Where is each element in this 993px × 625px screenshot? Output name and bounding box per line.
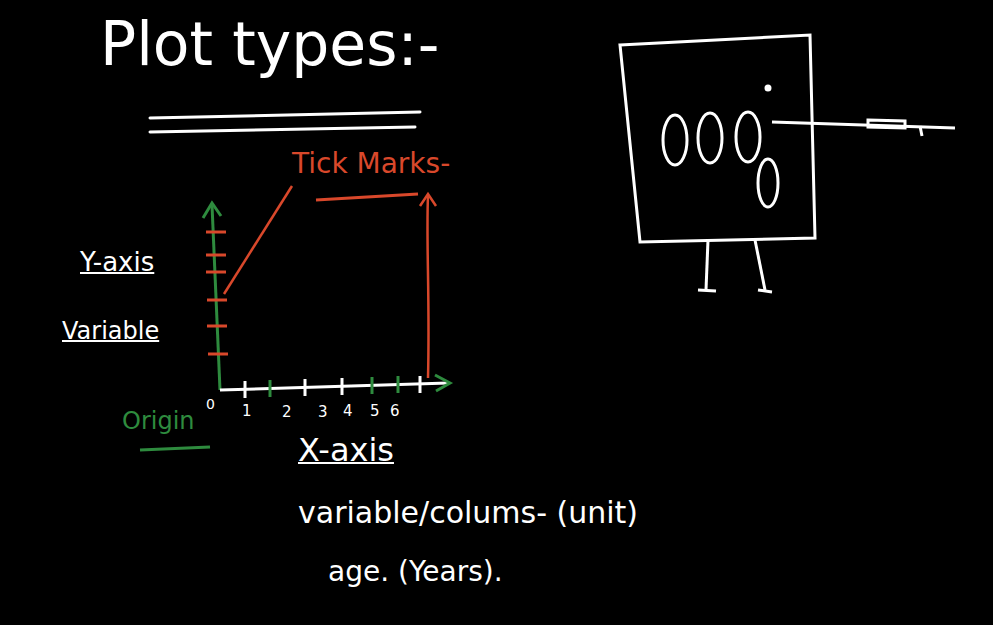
x-axis-arrow — [435, 375, 450, 391]
tick-number: 5 — [370, 403, 380, 420]
sketch-title: Plot types:- — [100, 10, 439, 79]
x-tick-marks — [245, 376, 420, 398]
tick-number: 6 — [390, 403, 400, 420]
leader-arrow — [427, 196, 428, 378]
leader-arrowhead — [420, 194, 436, 206]
axis-variable-note: variable/colums- (unit) — [298, 496, 638, 531]
origin-label: Origin — [122, 408, 195, 436]
tick-number: 2 — [282, 404, 292, 421]
y-axis-arrow — [203, 203, 221, 218]
axis-label: Y-axis — [80, 248, 154, 278]
tick-number: 1 — [242, 403, 252, 420]
tick-number: 4 — [343, 403, 353, 420]
leader-line — [224, 186, 292, 294]
label-underline — [316, 194, 418, 200]
x-axis-line — [220, 383, 448, 390]
title-underline — [150, 127, 415, 132]
axis-label: X-axis — [298, 432, 394, 469]
axis-label: Variable — [62, 318, 159, 346]
axis-unit-note: age. (Years). — [328, 556, 503, 588]
tick-number: 3 — [318, 404, 328, 421]
robot-sketch — [620, 35, 955, 292]
label-underline — [140, 447, 210, 450]
annotation-label: Tick Marks- — [292, 148, 450, 180]
title-underline — [150, 112, 420, 118]
tick-number: 0 — [206, 396, 215, 412]
